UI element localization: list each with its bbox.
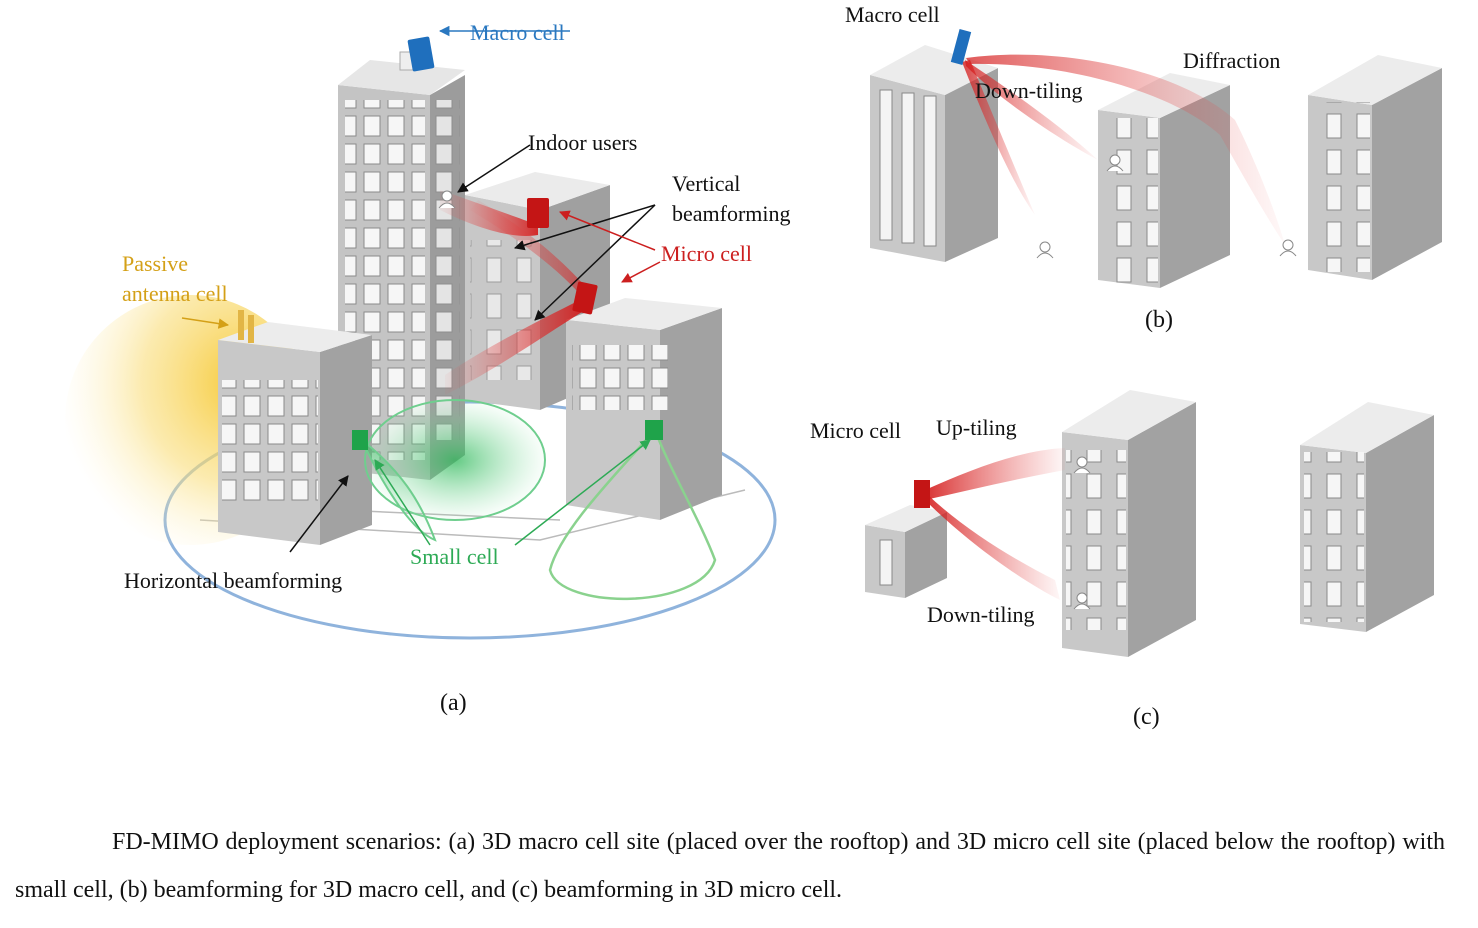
fd-mimo-diagram: Macro cell Indoor users Vertical beamfor…: [65, 2, 1442, 730]
micro-arrow-2: [621, 261, 661, 283]
label-small-cell: Small cell: [410, 544, 499, 569]
passive-arrow: [181, 317, 230, 329]
label-macro-cell-a: Macro cell: [470, 20, 565, 45]
small-cell-arrow-1: [374, 459, 431, 546]
panel-a: Macro cell Indoor users Vertical beamfor…: [65, 20, 791, 716]
c-building-right: [1300, 402, 1434, 632]
label-vertical-line1: Vertical: [672, 171, 740, 196]
panel-a-label: (a): [440, 690, 467, 716]
passive-antenna-icon: [238, 310, 254, 343]
b-building-3: [1308, 55, 1442, 280]
right-building: [566, 298, 722, 520]
label-up-tiling: Up-tiling: [936, 415, 1017, 440]
b-building-1: [870, 45, 998, 262]
panel-b-label: (b): [1145, 307, 1173, 333]
label-passive-line1: Passive: [122, 251, 188, 276]
label-down-tiling-b: Down-tiling: [975, 78, 1083, 103]
label-horizontal-beamforming: Horizontal beamforming: [124, 568, 342, 593]
micro-beam-lower: [445, 300, 582, 395]
micro-arrow-1: [559, 210, 656, 251]
label-micro-cell-c: Micro cell: [810, 418, 901, 443]
vertical-arrow-2: [534, 204, 656, 321]
b-user-icon-1: [1036, 241, 1054, 259]
b-macro-antenna-icon: [950, 29, 972, 65]
b-user-icon-3: [1106, 154, 1124, 172]
panel-c-label: (c): [1133, 704, 1160, 730]
c-micro-antenna-icon: [914, 480, 930, 508]
b-building-2: [1098, 73, 1230, 288]
b-diffraction-beam: [966, 54, 1285, 245]
c-small-building: [865, 505, 947, 598]
small-cell-cone-right: [548, 427, 717, 600]
c-down-tiling-beam: [925, 495, 1060, 600]
indoor-users-arrow: [457, 144, 531, 193]
b-down-tiling-beam-2: [965, 60, 1098, 160]
small-cell-coverage: [364, 399, 546, 521]
small-cell-arrow-2: [514, 439, 651, 546]
label-down-tiling-c: Down-tiling: [927, 602, 1035, 627]
c-up-tiling-beam: [925, 448, 1065, 500]
small-cell-left-icon: [352, 430, 368, 450]
c-user-icon-1: [1073, 456, 1091, 474]
label-vertical-line2: beamforming: [672, 201, 791, 226]
macro-antenna-icon: [407, 36, 435, 72]
small-cell-right-icon: [645, 420, 663, 440]
label-macro-cell-b: Macro cell: [845, 2, 940, 27]
b-down-tiling-beam-1: [962, 60, 1035, 215]
b-user-icon-2: [1279, 239, 1297, 257]
horizontal-arrow: [289, 475, 349, 553]
vertical-arrow-1: [513, 204, 656, 251]
label-indoor-users: Indoor users: [528, 130, 637, 155]
figure-caption: FD-MIMO deployment scenarios: (a) 3D mac…: [15, 829, 1445, 903]
micro-antenna-lower-icon: [572, 281, 598, 315]
c-building-center: [1062, 390, 1196, 657]
micro-beam-diagonal: [470, 200, 590, 300]
indoor-user-icon: [438, 190, 456, 209]
label-passive-line2: antenna cell: [122, 281, 228, 306]
c-user-icon-2: [1073, 592, 1091, 610]
panel-c: Micro cell Up-tiling Down-tiling (c): [810, 390, 1434, 730]
micro-antenna-upper-icon: [527, 198, 549, 228]
left-building: [218, 322, 372, 545]
panel-b: Macro cell Down-tiling Diffraction (b): [845, 2, 1442, 333]
label-micro-cell-a: Micro cell: [661, 241, 752, 266]
label-diffraction: Diffraction: [1183, 48, 1280, 73]
